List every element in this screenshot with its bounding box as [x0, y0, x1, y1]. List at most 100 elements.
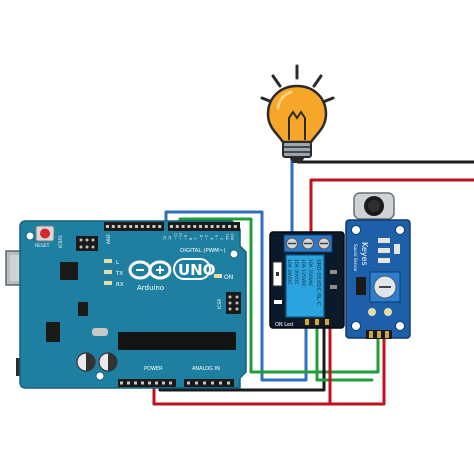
bottom-pin-row — [120, 381, 230, 385]
uno-badge — [173, 258, 211, 280]
l-label: L — [116, 260, 120, 266]
digital-pin-label: 12 — [168, 236, 172, 240]
header-pin — [170, 225, 173, 228]
sensor-brand-label: Keyes — [360, 242, 369, 266]
wire-green-signal — [178, 217, 380, 374]
wire-green-relay — [315, 326, 374, 382]
sensor-pin-header — [366, 330, 392, 339]
uno-label: UNO — [178, 261, 216, 279]
header-pin — [181, 225, 185, 228]
header-pin — [135, 225, 138, 228]
digital-pin-label: ~5 — [205, 235, 209, 240]
header-pin — [141, 381, 144, 385]
arduino-brand-label: Arduino — [137, 284, 164, 292]
reset-label: RESET — [35, 243, 50, 249]
digital-pin-label: ~9 — [184, 235, 188, 240]
header-pin — [106, 225, 109, 228]
digital-pin-label: 8 — [189, 238, 193, 240]
header-pin — [233, 225, 237, 228]
analog-header — [184, 379, 234, 387]
digital-pin-label: 7 — [194, 238, 198, 240]
bulb-base — [282, 141, 312, 158]
header-pin — [134, 381, 137, 385]
header-pin — [193, 225, 197, 228]
tx-label: TX — [115, 271, 123, 277]
digital-pin-label: ~10 — [179, 233, 183, 240]
relay-cube-text: SRD-05VDC-SL-C 10A 250VAC 10A 125VAC 10A… — [286, 259, 321, 306]
icsp2-header — [76, 236, 98, 251]
wire-red-mains — [309, 178, 474, 238]
relay-text-2: 10A 250VAC — [307, 259, 313, 287]
header-pin — [216, 225, 220, 228]
microphone-icon — [353, 192, 395, 220]
digital-pin-row — [106, 225, 237, 228]
light-bulb — [260, 64, 335, 163]
rx-label: RX — [116, 282, 124, 288]
header-pin — [219, 381, 222, 385]
digital-pin-label: 4 — [210, 238, 214, 240]
digital-label: DIGITAL (PWM~) — [180, 248, 226, 254]
sound-sensor-module: Keyes Sound Sensor — [345, 192, 411, 339]
digital-pin-label: TX1 — [225, 233, 229, 241]
aref-label: AREF — [106, 233, 111, 244]
header-pin — [204, 225, 208, 228]
on-label: ON — [224, 274, 233, 281]
analog-label: ANALOG IN — [192, 366, 220, 372]
digital-pin-label: 13 — [163, 236, 167, 240]
header-pin — [123, 225, 127, 228]
header-pin — [227, 381, 230, 385]
header-pin — [211, 381, 214, 385]
header-pin — [148, 381, 151, 385]
relay-module: SRD-05VDC-SL-C 10A 250VAC 10A 125VAC 10A… — [269, 231, 345, 329]
digital-pin-label: ~3 — [215, 235, 219, 240]
header-pin — [146, 225, 150, 228]
sensor-model-label: Sound Sensor — [353, 244, 358, 272]
header-pin — [187, 225, 191, 228]
wire-red-sensor — [328, 336, 386, 406]
wire-red-vcc — [152, 326, 332, 406]
reset-button[interactable] — [35, 225, 55, 242]
header-pin — [111, 225, 115, 228]
arduino-pcb — [19, 220, 247, 389]
relay-led-label: ON Led — [275, 322, 293, 328]
status-leds — [104, 259, 222, 285]
header-pin — [127, 381, 130, 385]
crystal — [92, 328, 108, 336]
relay-screw-terminal — [283, 234, 333, 253]
digital-pin-label: ~11 — [173, 233, 177, 240]
relay-text-4: 10A 30VDC — [293, 259, 299, 285]
relay-cube — [285, 254, 325, 318]
power-header — [118, 379, 176, 387]
icsp-header — [226, 292, 241, 314]
atmega-chip — [118, 332, 236, 350]
digital-pin-label: ~6 — [199, 235, 203, 240]
header-pin — [158, 225, 162, 228]
header-pin — [187, 381, 190, 385]
header-pin — [195, 381, 198, 385]
header-pin — [222, 225, 226, 228]
relay-text-1: SRD-05VDC-SL-C — [315, 259, 321, 306]
header-pin — [117, 225, 121, 228]
power-label: POWER — [144, 366, 163, 372]
header-pin — [155, 381, 158, 385]
relay-text-3: 10A 125VAC — [300, 259, 306, 287]
header-pin — [203, 381, 206, 385]
relay-text-5: 10A 28VDC — [286, 259, 292, 285]
header-pin — [162, 381, 165, 385]
bulb-glass — [266, 84, 328, 144]
header-pin — [175, 225, 179, 228]
header-pin — [140, 225, 144, 228]
digital-pin-label: 2 — [220, 238, 224, 240]
smd-chip — [78, 302, 88, 316]
sensitivity-potentiometer[interactable] — [369, 271, 401, 303]
header-pin — [210, 225, 214, 228]
icsp-label: ICSP — [217, 299, 223, 309]
header-pin — [199, 225, 202, 228]
digital-header — [104, 222, 240, 231]
bulb-filament — [288, 110, 306, 140]
bulb-highlight — [276, 90, 293, 110]
capacitors — [76, 352, 118, 372]
